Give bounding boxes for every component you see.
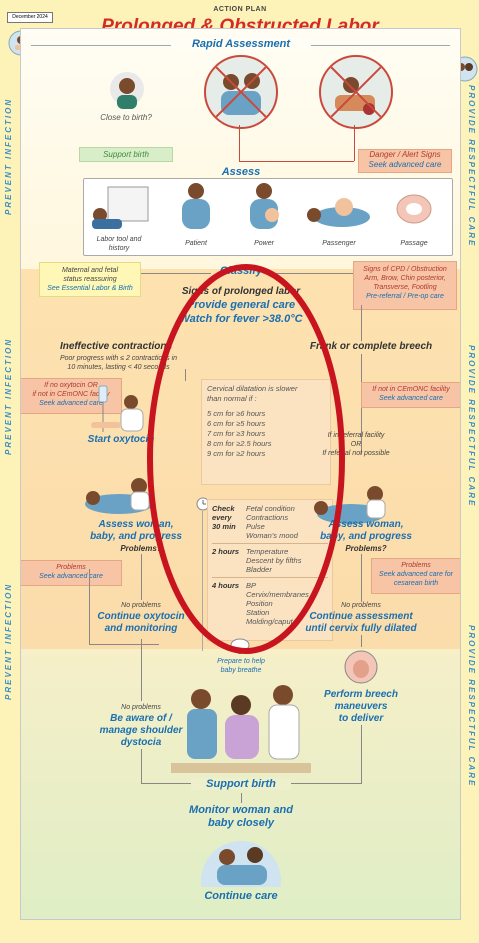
side-label-left-1: PREVENT INFECTION	[4, 97, 13, 215]
side-label-left-3: PREVENT INFECTION	[4, 582, 13, 700]
problems-question-right: Problems?	[345, 544, 387, 553]
check-30min-label: Check every 30 min	[212, 504, 236, 531]
continue-oxytocin: Continue oxytocin	[97, 611, 185, 622]
and-monitoring: and monitoring	[104, 623, 178, 634]
to-deliver: to deliver	[338, 713, 384, 724]
dilatation-row: 8 cm for ≥2.5 hours	[207, 439, 272, 448]
oxytocin-drip-image	[91, 384, 151, 434]
continue-assessment: Continue assessment	[309, 611, 413, 622]
side-label-right-2: PROVIDE RESPECTFUL CARE	[467, 345, 476, 508]
assess-label-patient: Patient	[185, 240, 207, 247]
assess-label-passenger: Passenger	[322, 240, 356, 247]
support-birth-final: Support birth	[191, 778, 291, 790]
danger-signs-image-1	[204, 55, 278, 129]
dystocia: dystocia	[120, 737, 162, 748]
baby-closely: baby closely	[207, 817, 275, 829]
until-cervix-dilated: until cervix fully dilated	[305, 623, 417, 634]
prolonged-labor-signs: Signs of prolonged labor	[181, 286, 301, 297]
birth-scene-image	[171, 679, 311, 779]
assess-woman-right-image	[311, 484, 391, 528]
general-care: Provide general care	[186, 299, 296, 311]
manage-shoulder: manage shoulder	[99, 725, 183, 736]
dilatation-row: 6 cm for ≥5 hours	[207, 419, 266, 428]
side-label-right-1: PROVIDE RESPECTFUL CARE	[467, 85, 476, 248]
no-oxytocin-box: If no oxytocin OR if not in CEmONC facil…	[21, 378, 122, 414]
danger-signs-image-2	[319, 55, 393, 129]
woman-face-icon	[109, 71, 145, 109]
reassuring-box: Maternal and fetal status reassuring See…	[39, 262, 141, 297]
check-4h-items: BP Cervix/membranes Position Station Mol…	[246, 581, 309, 626]
side-label-left-2: PREVENT INFECTION	[4, 337, 13, 455]
check-2h-label: 2 hours	[212, 547, 240, 556]
assess-woman-left: Assess woman,	[98, 519, 174, 530]
continue-care: Continue care	[204, 890, 278, 902]
breech-image	[343, 649, 379, 685]
header-kicker: ACTION PLAN	[213, 6, 267, 13]
assess-woman-left-image	[79, 474, 159, 518]
assess-label-passage: Passage	[400, 240, 428, 247]
support-birth-box: Support birth	[79, 147, 173, 162]
highlight-ellipse	[147, 264, 345, 654]
problems-question-left: Problems?	[120, 544, 162, 553]
assess-label-labor-tool: Labor tool and history	[96, 236, 142, 252]
ineffective-contractions-title: Ineffective contractions	[59, 341, 173, 352]
be-aware: Be aware of /	[110, 713, 172, 724]
fever-watch: Watch for fever >38.0°C	[179, 313, 303, 325]
not-cemonc-box: If not in CEmONC facility Seek advanced …	[361, 382, 460, 408]
side-label-right-3: PROVIDE RESPECTFUL CARE	[467, 625, 476, 788]
assess-woman-right: Assess woman,	[328, 519, 404, 530]
dilatation-row: 7 cm for ≥3 hours	[207, 429, 266, 438]
start-oxytocin: Start oxytocin	[87, 434, 155, 445]
check-2h-items: Temperature Descent by fifths Bladder	[246, 547, 302, 574]
rapid-assessment-heading: Rapid Assessment	[171, 38, 311, 50]
close-to-birth-label: Close to birth?	[100, 113, 152, 122]
cpd-box: Signs of CPD / Obstruction Arm, Brow, Ch…	[353, 261, 457, 310]
maneuvers: maneuvers	[334, 701, 388, 712]
referral-text: If in referral facility OR If referral n…	[322, 432, 390, 457]
ineffective-desc-2: 10 minutes, lasting < 40 seconds	[67, 364, 170, 371]
no-problems-left: No problems	[121, 602, 161, 609]
baby-progress-right: baby, and progress	[320, 531, 412, 542]
breech-title: Frank or complete breech	[309, 341, 433, 352]
baby-progress-left: baby, and progress	[90, 531, 182, 542]
passenger-image	[304, 193, 372, 233]
power-image	[242, 181, 286, 231]
problems-left-box: Problems Seek advanced care	[21, 560, 122, 586]
check-30min-items: Fetal condition Contractions Pulse Woman…	[246, 504, 298, 540]
prepare-baby-breathe: Prepare to help baby breathe	[217, 658, 265, 674]
assess-label-power: Power	[254, 240, 274, 247]
assess-strip: Labor tool and history Patient Power Pas…	[83, 178, 453, 256]
monitor-woman: Monitor woman and	[189, 804, 293, 816]
ineffective-desc-1: Poor progress with ≤ 2 contractions in	[59, 355, 178, 362]
problems-right-box: Problems Seek advanced care for cesarean…	[371, 558, 460, 594]
passage-image	[394, 191, 434, 227]
checks-box: Check every 30 min Fetal condition Contr…	[207, 499, 333, 641]
danger-signs-box: Danger / Alert Signs Seek advanced care	[358, 149, 452, 173]
check-4h-label: 4 hours	[212, 581, 240, 590]
assess-heading: Assess	[221, 166, 261, 178]
dilatation-row: 5 cm for ≥6 hours	[207, 409, 266, 418]
dilatation-row: 9 cm for ≥2 hours	[207, 449, 266, 458]
flow-panel: Rapid Assessment Close to birth? Support…	[20, 28, 461, 920]
no-problems-right: No problems	[341, 602, 381, 609]
patient-image	[174, 181, 218, 231]
dilatation-box: Cervical dilatation is slower than norma…	[201, 379, 331, 485]
no-problems-left-2: No problems	[121, 704, 161, 711]
date-box: December 2024	[7, 12, 53, 23]
perform-breech: Perform breech	[324, 689, 398, 700]
continue-care-image	[197, 837, 285, 887]
labor-tool-image	[88, 185, 152, 229]
